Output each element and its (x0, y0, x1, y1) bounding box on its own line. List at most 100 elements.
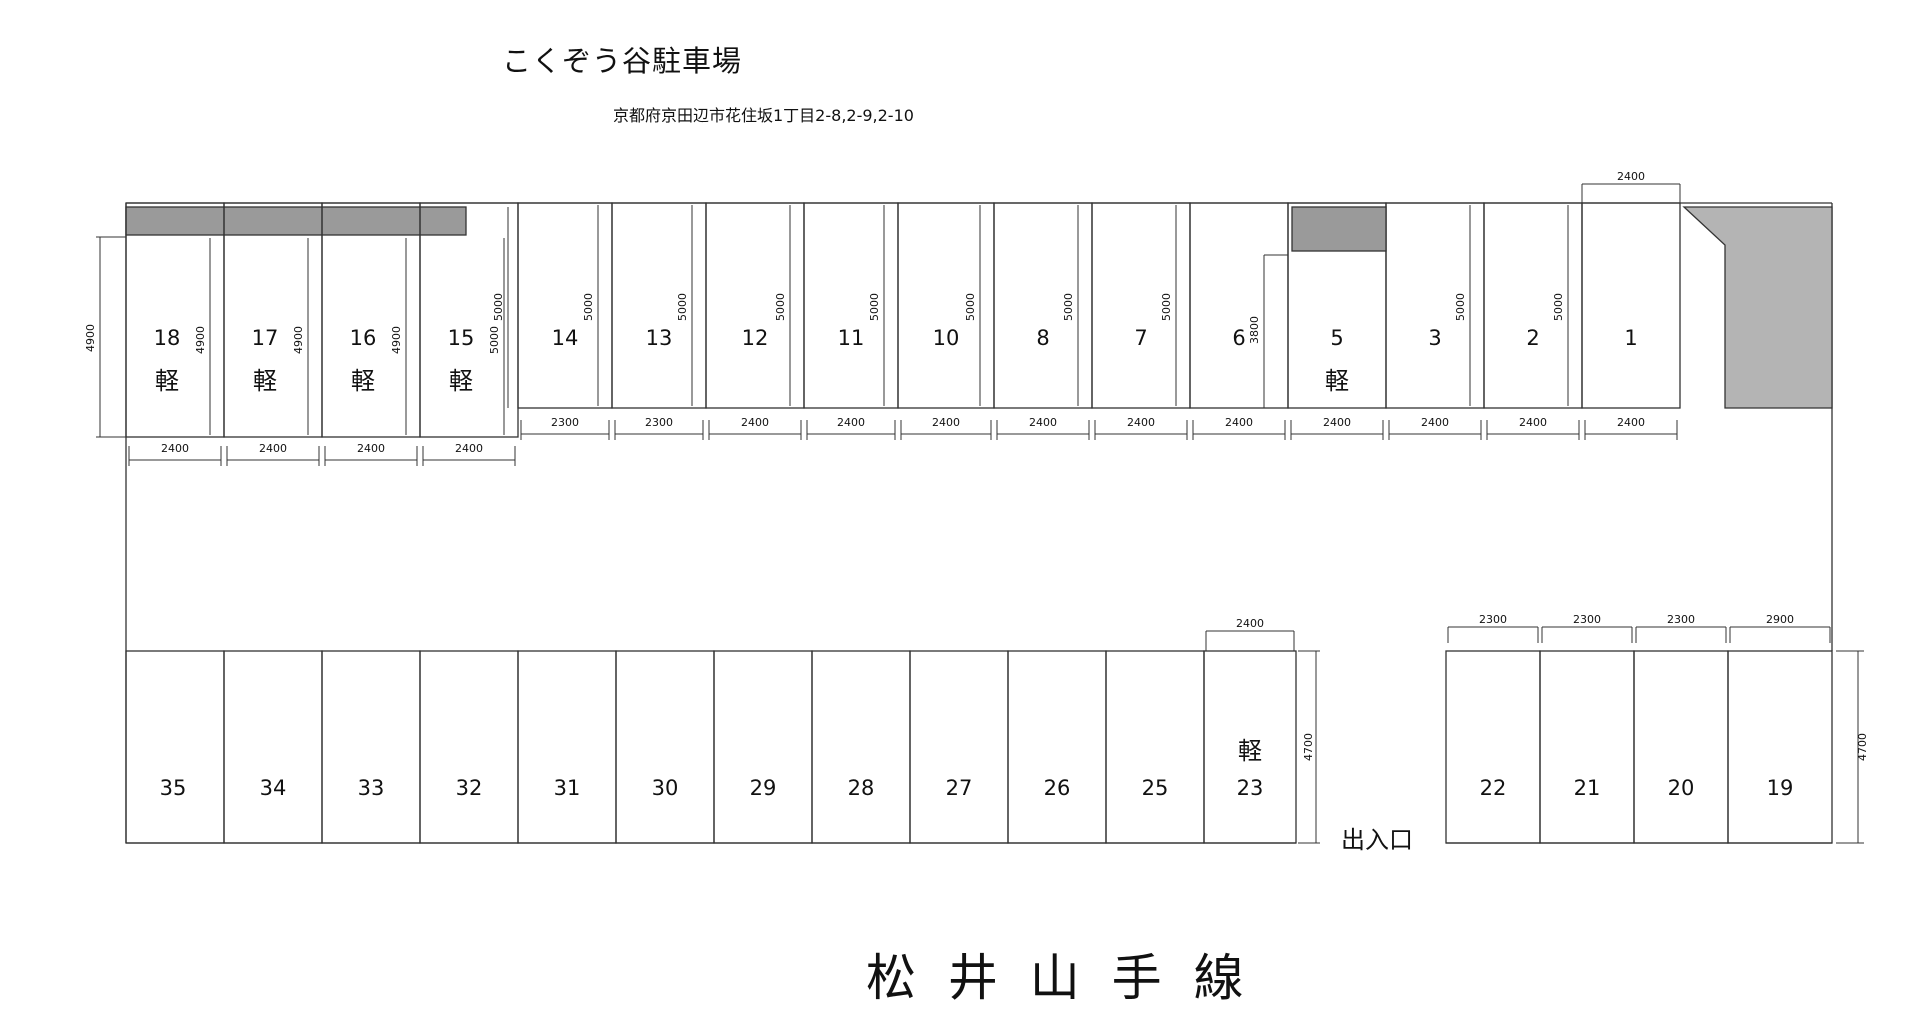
stall-depth-label: 5000 (868, 293, 881, 321)
stall-12 (705, 202, 805, 409)
stall-33 (321, 650, 421, 844)
stall-number: 26 (1044, 776, 1071, 800)
stall-35 (125, 650, 225, 844)
stall-number: 7 (1134, 326, 1147, 350)
stall-26 (1007, 650, 1107, 844)
stall-number: 35 (160, 776, 187, 800)
kei-label: 軽 (1325, 367, 1349, 395)
stall-16 (321, 202, 421, 438)
lot-address: 京都府京田辺市花住坂1丁目2-8,2-9,2-10 (613, 106, 914, 125)
stall-width-label: 2400 (455, 442, 483, 455)
stall-width-label: 2400 (741, 416, 769, 429)
stall-depth-label: 5000 (964, 293, 977, 321)
stall-depth-label: 4900 (390, 326, 403, 354)
stall-width-label: 2400 (1421, 416, 1449, 429)
stall-width-label: 2400 (1225, 416, 1253, 429)
stall-number: 31 (554, 776, 581, 800)
stall-8 (993, 202, 1093, 409)
stall-number: 34 (260, 776, 287, 800)
stall-number: 10 (933, 326, 960, 350)
stall-depth-label: 4900 (194, 326, 207, 354)
stall-depth-label: 4900 (292, 326, 305, 354)
stall-depth-label: 4700 (1856, 733, 1869, 761)
stall-29 (713, 650, 813, 844)
shaded-corner (1682, 206, 1833, 409)
lot-title: こくぞう谷駐車場 (502, 44, 743, 78)
shaded-strip (125, 206, 467, 236)
stall-width-label: 2400 (1029, 416, 1057, 429)
stall-number: 2 (1526, 326, 1539, 350)
stall-depth-label: 5000 (492, 293, 505, 321)
stall-width-label: 2300 (1479, 613, 1507, 626)
stall-number: 29 (750, 776, 777, 800)
stall-width-label: 2400 (1236, 617, 1264, 630)
stall-number: 18 (154, 326, 181, 350)
entrance-label: 出入口 (1341, 826, 1413, 854)
stall-width-label: 2400 (837, 416, 865, 429)
stall-width-label: 2300 (645, 416, 673, 429)
stall-31 (517, 650, 617, 844)
stall-width-label: 2400 (1617, 416, 1645, 429)
stall-6 (1189, 202, 1289, 409)
stall-width-label: 2900 (1766, 613, 1794, 626)
shaded-box (1291, 206, 1387, 252)
stall-width-label: 2400 (259, 442, 287, 455)
stall-number: 16 (350, 326, 377, 350)
stall-22 (1445, 650, 1541, 844)
stall-21 (1539, 650, 1635, 844)
stall-34 (223, 650, 323, 844)
stall-32 (419, 650, 519, 844)
stall-width-label: 2400 (1519, 416, 1547, 429)
stall-30 (615, 650, 715, 844)
stall-number: 20 (1668, 776, 1695, 800)
stall-number: 28 (848, 776, 875, 800)
stall-width-label: 2400 (357, 442, 385, 455)
stall-depth-label: 5000 (488, 326, 501, 354)
stall-width-label: 2400 (161, 442, 189, 455)
stall-width-label: 2400 (1127, 416, 1155, 429)
stall-1 (1581, 202, 1681, 409)
stall-number: 25 (1142, 776, 1169, 800)
stall-number: 17 (252, 326, 279, 350)
kei-label: 軽 (253, 367, 277, 395)
stall-number: 12 (742, 326, 769, 350)
stall-number: 5 (1330, 326, 1343, 350)
stall-17 (223, 202, 323, 438)
stall-width-label: 2300 (1573, 613, 1601, 626)
stall-20 (1633, 650, 1729, 844)
stall-28 (811, 650, 911, 844)
stall-width-label: 2400 (932, 416, 960, 429)
stall-number: 23 (1237, 776, 1264, 800)
stall-27 (909, 650, 1009, 844)
stall-depth-label: 3800 (1248, 316, 1261, 344)
stall-number: 15 (448, 326, 475, 350)
kei-label: 軽 (155, 367, 179, 395)
stall-2 (1483, 202, 1583, 409)
stall-18 (125, 202, 225, 438)
stall-number: 3 (1428, 326, 1441, 350)
stall-number: 11 (838, 326, 865, 350)
stall-number: 8 (1036, 326, 1049, 350)
stall-number: 30 (652, 776, 679, 800)
road-name: 松 井 山 手 線 (866, 949, 1252, 1007)
stall-depth-label: 4700 (1302, 733, 1315, 761)
stall-depth-label: 5000 (1160, 293, 1173, 321)
stall-19 (1727, 650, 1833, 844)
stall-width-label: 2300 (1667, 613, 1695, 626)
stall-25 (1105, 650, 1205, 844)
kei-label: 軽 (351, 367, 375, 395)
stall-depth-label: 5000 (676, 293, 689, 321)
stall-depth-label: 5000 (582, 293, 595, 321)
stall-width-label: 2400 (1323, 416, 1351, 429)
stall-depth-label: 5000 (1552, 293, 1565, 321)
stall-depth-label: 5000 (774, 293, 787, 321)
left-depth-label: 4900 (84, 324, 97, 352)
stall-depth-label: 5000 (1454, 293, 1467, 321)
stall-number: 6 (1232, 326, 1245, 350)
stall-number: 32 (456, 776, 483, 800)
kei-label: 軽 (1238, 737, 1262, 765)
kei-label: 軽 (449, 367, 473, 395)
stall-number: 14 (552, 326, 579, 350)
stall-width-label: 2400 (1617, 170, 1645, 183)
